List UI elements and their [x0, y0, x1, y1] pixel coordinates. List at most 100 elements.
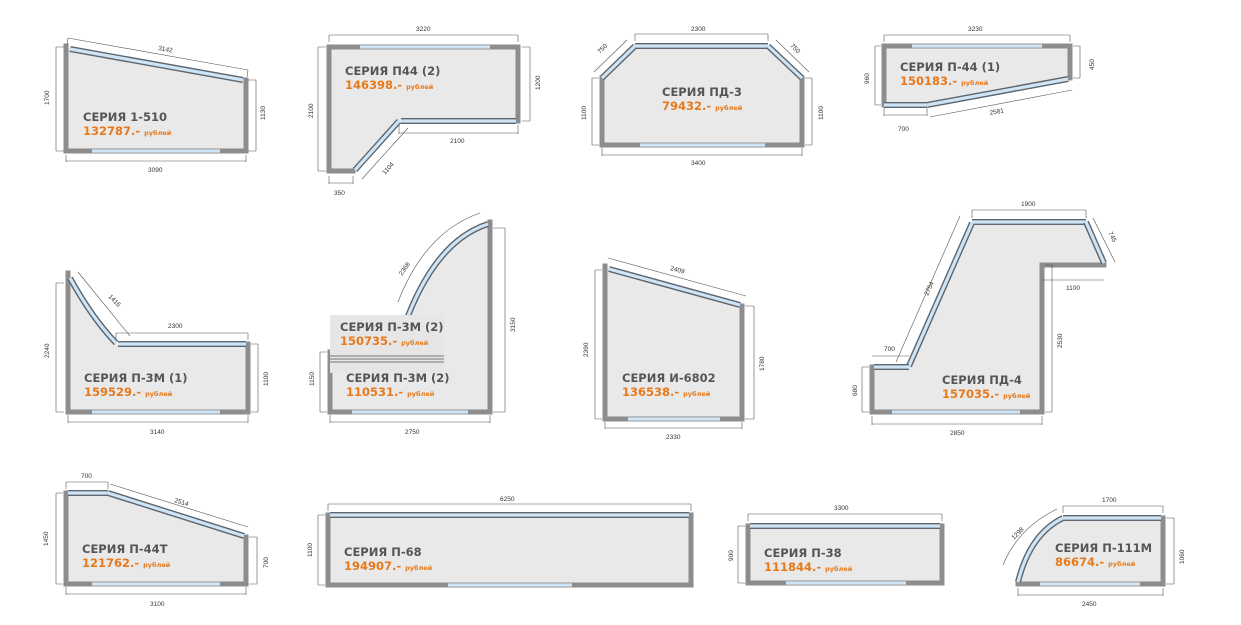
dim-line-left	[591, 77, 599, 146]
dim-line-bottom	[65, 587, 247, 595]
dim-line-left	[55, 492, 63, 585]
dim-label: 745	[1106, 231, 1117, 244]
dim-line-top	[328, 34, 519, 42]
card-pd-4: 1900 745 1100 2754 2530 700 680 2850 СЕР…	[852, 201, 1118, 437]
dim-line-top	[634, 33, 769, 41]
dim-line-inner	[398, 125, 519, 134]
dim-label: 3300	[834, 505, 849, 512]
dim-label: 750	[789, 42, 802, 55]
price-line: 132787.- рублей	[83, 124, 172, 138]
dim-label: 2100	[450, 138, 465, 145]
card-p-3m-2: 2368 3150 1150 2750 СЕРИЯ П-3М (2) 11053…	[309, 212, 517, 436]
series-title: СЕРИЯ ПД-3	[662, 85, 742, 99]
dim-label: 1200	[535, 75, 542, 90]
dim-label: 1104	[381, 161, 396, 176]
series-title: СЕРИЯ П-68	[344, 545, 422, 559]
dim-label: 1780	[759, 356, 766, 371]
glazing-inner-diag	[107, 491, 245, 538]
dim-line-bottom	[871, 416, 1043, 425]
dim-line-top	[66, 37, 249, 78]
glazing-inner-right	[766, 44, 804, 80]
glazing-inner-right	[1084, 221, 1106, 264]
dim-line-top	[747, 513, 943, 521]
dim-label: 3230	[968, 26, 983, 33]
dim-line-left	[317, 46, 326, 172]
card-1-510: 3142 1700 1130 3090 СЕРИЯ 1-510 132787.-…	[44, 37, 267, 174]
overlay-price-line: 150735.-рублей	[340, 334, 429, 348]
card-p-44t: 700 2514 1450 700 3100 СЕРИЯ П-44Т 12176…	[43, 473, 270, 608]
currency-label: рублей	[1003, 392, 1031, 400]
dim-line-top	[971, 209, 1087, 218]
dim-line-right	[522, 46, 531, 122]
glazing-inner-left	[600, 44, 637, 80]
dim-line-top	[883, 34, 1071, 42]
dim-label: 1100	[1066, 285, 1080, 292]
dim-label: 2300	[691, 26, 706, 33]
dim-label: 2530	[1057, 333, 1064, 348]
price-value: 132787.-	[83, 124, 140, 138]
price-value: 194907.-	[344, 559, 401, 573]
card-p-68: 6250 1100 СЕРИЯ П-68 194907.-рублей	[307, 496, 694, 588]
dim-label: 2240	[44, 343, 51, 358]
dim-line-arc	[77, 271, 131, 337]
dim-line-left	[594, 269, 602, 420]
dim-label: 700	[81, 473, 92, 480]
price-value: 86674.-	[1055, 555, 1104, 569]
dim-line-left	[874, 45, 881, 106]
dim-line-bottom	[604, 422, 743, 429]
price-value: 79432.-	[662, 99, 711, 113]
dim-line-right	[1166, 517, 1175, 585]
dim-label: 1060	[1179, 549, 1186, 564]
dim-label: 3090	[148, 167, 163, 174]
currency-label: рублей	[715, 104, 743, 112]
floor-plan-p-38	[748, 526, 942, 583]
dim-line-diag	[361, 127, 409, 180]
price-line: 79432.- рублей	[662, 99, 743, 113]
dim-label: 2100	[308, 103, 315, 118]
floor-plan-pd-4	[872, 222, 1104, 412]
dim-label: 2368	[398, 261, 412, 277]
price-value: 121762.-	[82, 556, 139, 570]
glazing-inner	[608, 267, 741, 307]
price-line: 121762.-рублей	[82, 556, 171, 570]
glazing-inner-diag	[353, 119, 401, 172]
dim-label: 680	[852, 385, 859, 396]
dim-line-arc	[397, 212, 481, 303]
dim-line-diag-left	[593, 39, 628, 73]
dim-label: 1450	[43, 531, 50, 546]
series-title: СЕРИЯ П-38	[764, 546, 842, 560]
price-value: 157035.-	[942, 387, 999, 401]
dim-line-arc	[1002, 508, 1058, 566]
dim-label: 3400	[691, 160, 706, 167]
dim-line-right	[493, 227, 506, 413]
dim-label: 450	[1089, 59, 1096, 70]
dim-label: 1100	[307, 543, 314, 557]
dim-line-top	[607, 257, 747, 297]
glazing-inner-diag	[907, 222, 974, 367]
dim-label: 2581	[989, 107, 1005, 116]
series-title: СЕРИЯ П-3М (2)	[346, 371, 450, 385]
dim-label: 1100	[818, 106, 825, 120]
dim-label: 2409	[669, 265, 685, 276]
series-title: СЕРИЯ П-3М (1)	[84, 371, 188, 385]
glazing-inner	[69, 47, 244, 82]
floor-plan-p-44-1	[884, 46, 1070, 105]
card-p-111m: 1700 1298 1060 2450 СЕРИЯ П-111М 86674.-…	[1002, 497, 1186, 608]
price-line: 159529.-рублей	[84, 385, 173, 399]
dim-line-left	[55, 282, 64, 413]
dim-line-left	[317, 514, 325, 586]
card-p-38: 3300 900 СЕРИЯ П-38 111844.-рублей	[728, 505, 945, 586]
price-value: 111844.-	[764, 560, 821, 574]
dim-line-right	[251, 343, 259, 413]
dim-line-right	[805, 77, 813, 146]
dim-label: 700	[898, 126, 909, 133]
currency-label: рублей	[144, 129, 172, 137]
floor-plan-i-6802	[605, 267, 742, 419]
overlay-label-box	[330, 315, 444, 373]
card-i-6802: 2409 2390 1780 2330 СЕРИЯ И-6802 136538.…	[583, 257, 766, 441]
dim-label: 1416	[107, 293, 122, 308]
currency-label: рублей	[407, 390, 435, 398]
dim-label: 1150	[309, 372, 316, 386]
dim-line-bottom	[1017, 588, 1164, 596]
